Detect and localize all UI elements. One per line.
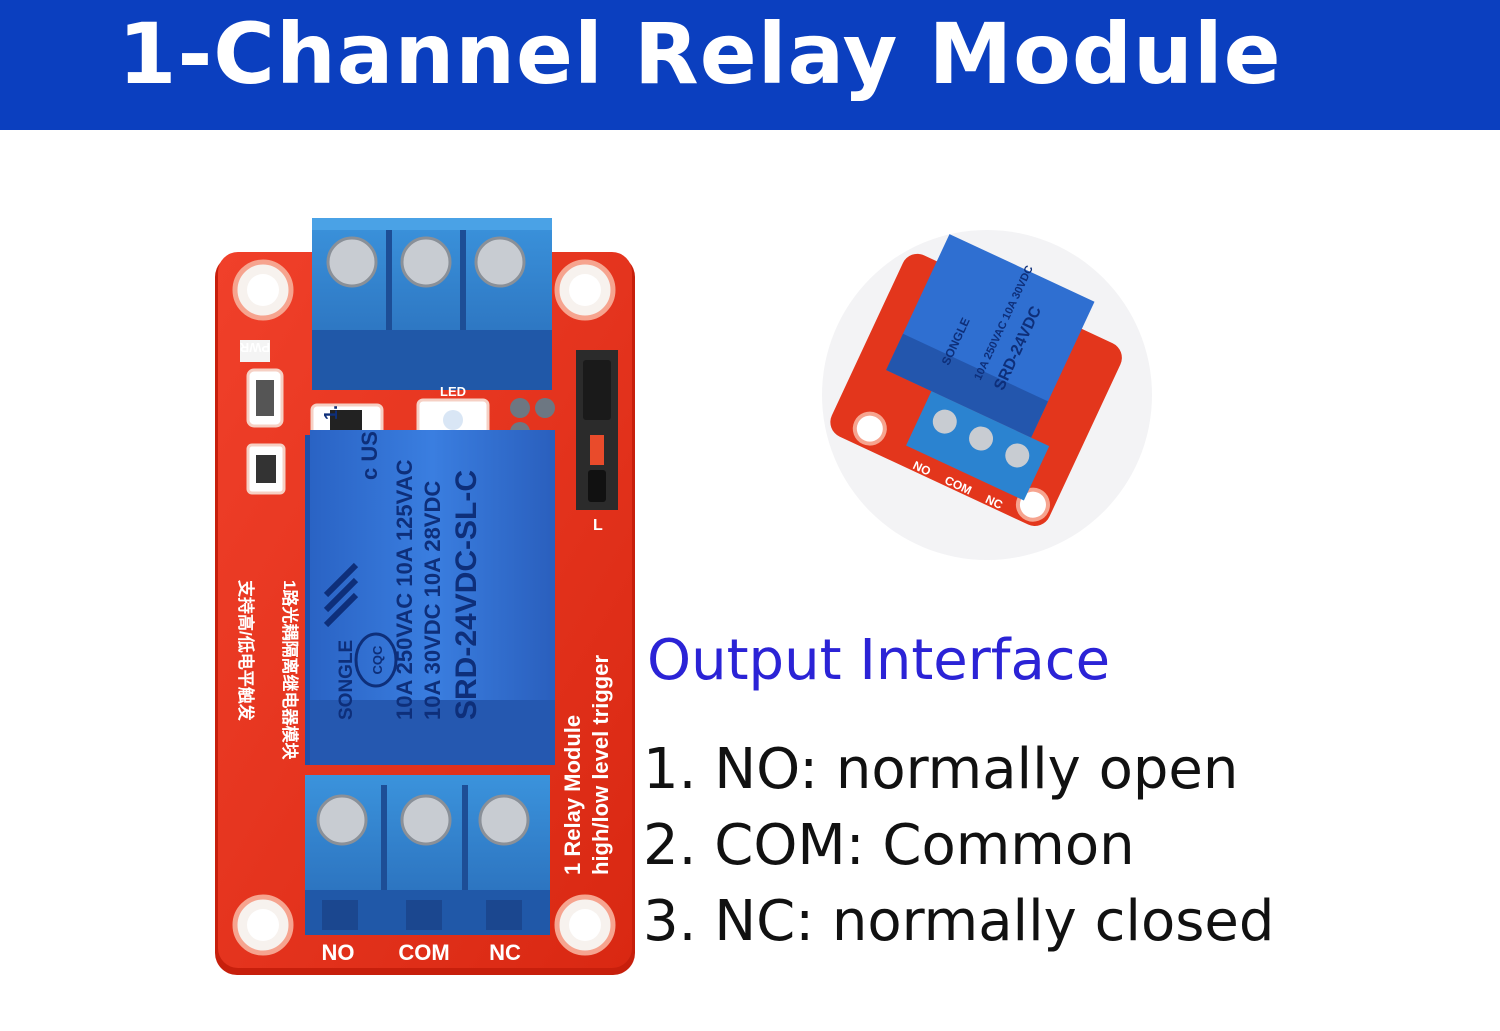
jumper-label-l: L bbox=[593, 517, 603, 534]
relay-board-main-image: PWR LED L SONGLE 10A 250VAC 10A 125VAC 1… bbox=[215, 218, 635, 975]
relay-rating-1: 10A 250VAC 10A 125VAC bbox=[392, 459, 417, 720]
terminal-label-com: COM bbox=[398, 940, 449, 965]
mounting-holes bbox=[232, 259, 616, 956]
relay-model: SRD-24VDC-SL-C bbox=[450, 470, 483, 720]
top-terminal-block bbox=[312, 218, 552, 390]
board-label-en-1: 1 Relay Module bbox=[560, 715, 585, 875]
board-label-cn-2: 支持高/低电平触发 bbox=[236, 580, 256, 722]
output-interface-list: 1. NO: normally open 2. COM: Common 3. N… bbox=[643, 732, 1274, 960]
output-interface-heading: Output Interface bbox=[647, 628, 1111, 693]
page-title: 1-Channel Relay Module bbox=[118, 5, 1282, 103]
relay-board-thumbnail-image: SONGLE 10A 250VAC 10A 30VDC SRD-24VDC NO… bbox=[822, 230, 1152, 560]
board-label-cn-1: 1路光耦隔离继电器模块 bbox=[280, 580, 300, 760]
ul-mark: c US bbox=[357, 431, 382, 480]
pin-mark: 1. bbox=[321, 405, 341, 420]
thumb-terminal-label-nc: NC bbox=[983, 492, 1005, 512]
output-item-nc: 3. NC: normally closed bbox=[643, 889, 1275, 954]
board-label-en-2: high/low level trigger bbox=[588, 655, 613, 875]
thumb-terminal-label-no: NO bbox=[911, 458, 933, 478]
relay-rating-2: 10A 30VDC 10A 28VDC bbox=[420, 481, 445, 720]
bottom-terminal-block bbox=[305, 775, 550, 935]
output-item-no: 1. NO: normally open bbox=[643, 737, 1239, 802]
pwr-label: PWR bbox=[239, 340, 270, 355]
jumper-header bbox=[576, 350, 618, 510]
relay-component: SONGLE 10A 250VAC 10A 125VAC 10A 30VDC 1… bbox=[305, 405, 555, 765]
terminal-label-no: NO bbox=[322, 940, 355, 965]
led-label: LED bbox=[440, 384, 466, 399]
relay-brand: SONGLE bbox=[336, 640, 357, 720]
output-item-com: 2. COM: Common bbox=[643, 813, 1135, 878]
title-banner: 1-Channel Relay Module bbox=[0, 0, 1500, 130]
cqc-mark: CQC bbox=[370, 645, 385, 675]
terminal-label-nc: NC bbox=[489, 940, 521, 965]
